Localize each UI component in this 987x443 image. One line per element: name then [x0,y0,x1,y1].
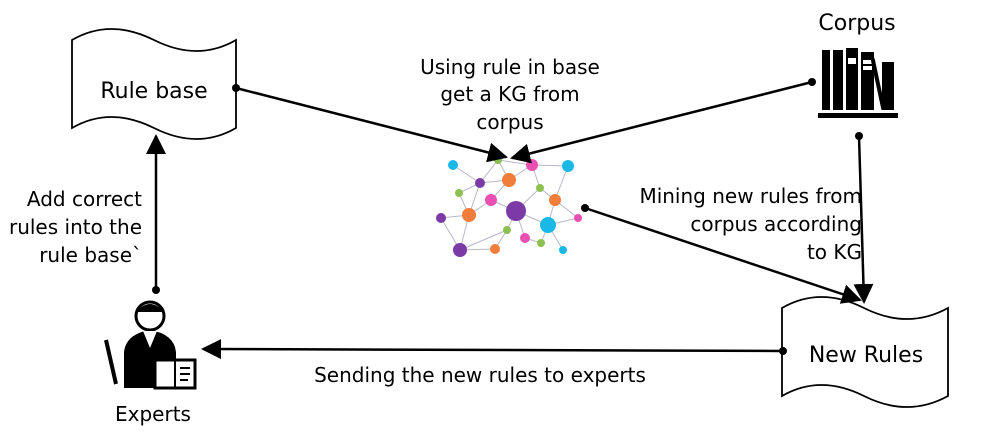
experts-label: Experts [115,402,191,426]
graph-node [475,178,485,188]
graph-edge [531,164,569,167]
new-rules-node: New Rules [781,296,949,408]
graph-node [549,194,561,206]
graph-node [574,214,582,222]
corpus-label: Corpus [818,11,895,36]
add-rules-caption-line-2: rules into the [9,215,142,239]
kg-caption-line-1: Using rule in base [420,55,600,79]
person-reading-icon [104,300,197,390]
graph-edge [459,229,508,251]
network-graph-icon [436,156,582,257]
mining-caption-line-3: to KG [807,240,862,264]
graph-node [537,239,545,247]
graph-node [448,160,458,170]
graph-node [502,173,516,187]
graph-node [536,184,544,192]
graph-node [485,194,497,206]
graph-node [520,233,530,243]
arrow-corpus-to-newrules [853,132,874,304]
sending-caption: Sending the new rules to experts [314,363,646,387]
graph-edge [452,164,481,184]
rule-base-label: Rule base [100,79,207,104]
graph-node [503,226,511,234]
mining-caption-line-2: corpus according [690,212,862,236]
graph-node [490,244,500,254]
arrow-experts-to-rulebase [146,134,166,294]
books-icon [818,48,898,118]
arrow-rulebase-to-kg [232,84,508,163]
graph-node [436,213,446,223]
arrow-corpus-to-kg [510,78,816,164]
new-rules-label: New Rules [809,343,923,368]
kg-caption-line-2: get a KG from [440,82,579,106]
graph-node [526,159,538,171]
arrow-newrules-to-experts [201,339,787,360]
graph-node [453,243,467,257]
graph-node [559,246,567,254]
rule-base-node: Rule base [71,28,237,140]
graph-edge [554,165,569,201]
kg-caption-line-3: corpus [476,110,543,134]
add-rules-caption-line-1: Add correct [27,187,142,211]
graph-node [562,160,574,172]
arrow-kg-to-newrules [581,204,862,304]
graph-node [540,217,556,233]
add-rules-caption-line-3: rule base` [39,243,142,267]
graph-node [494,156,502,164]
graph-node [506,201,526,221]
graph-node [462,208,476,222]
mining-caption-line-1: Mining new rules from [639,184,862,208]
graph-node [455,189,463,197]
